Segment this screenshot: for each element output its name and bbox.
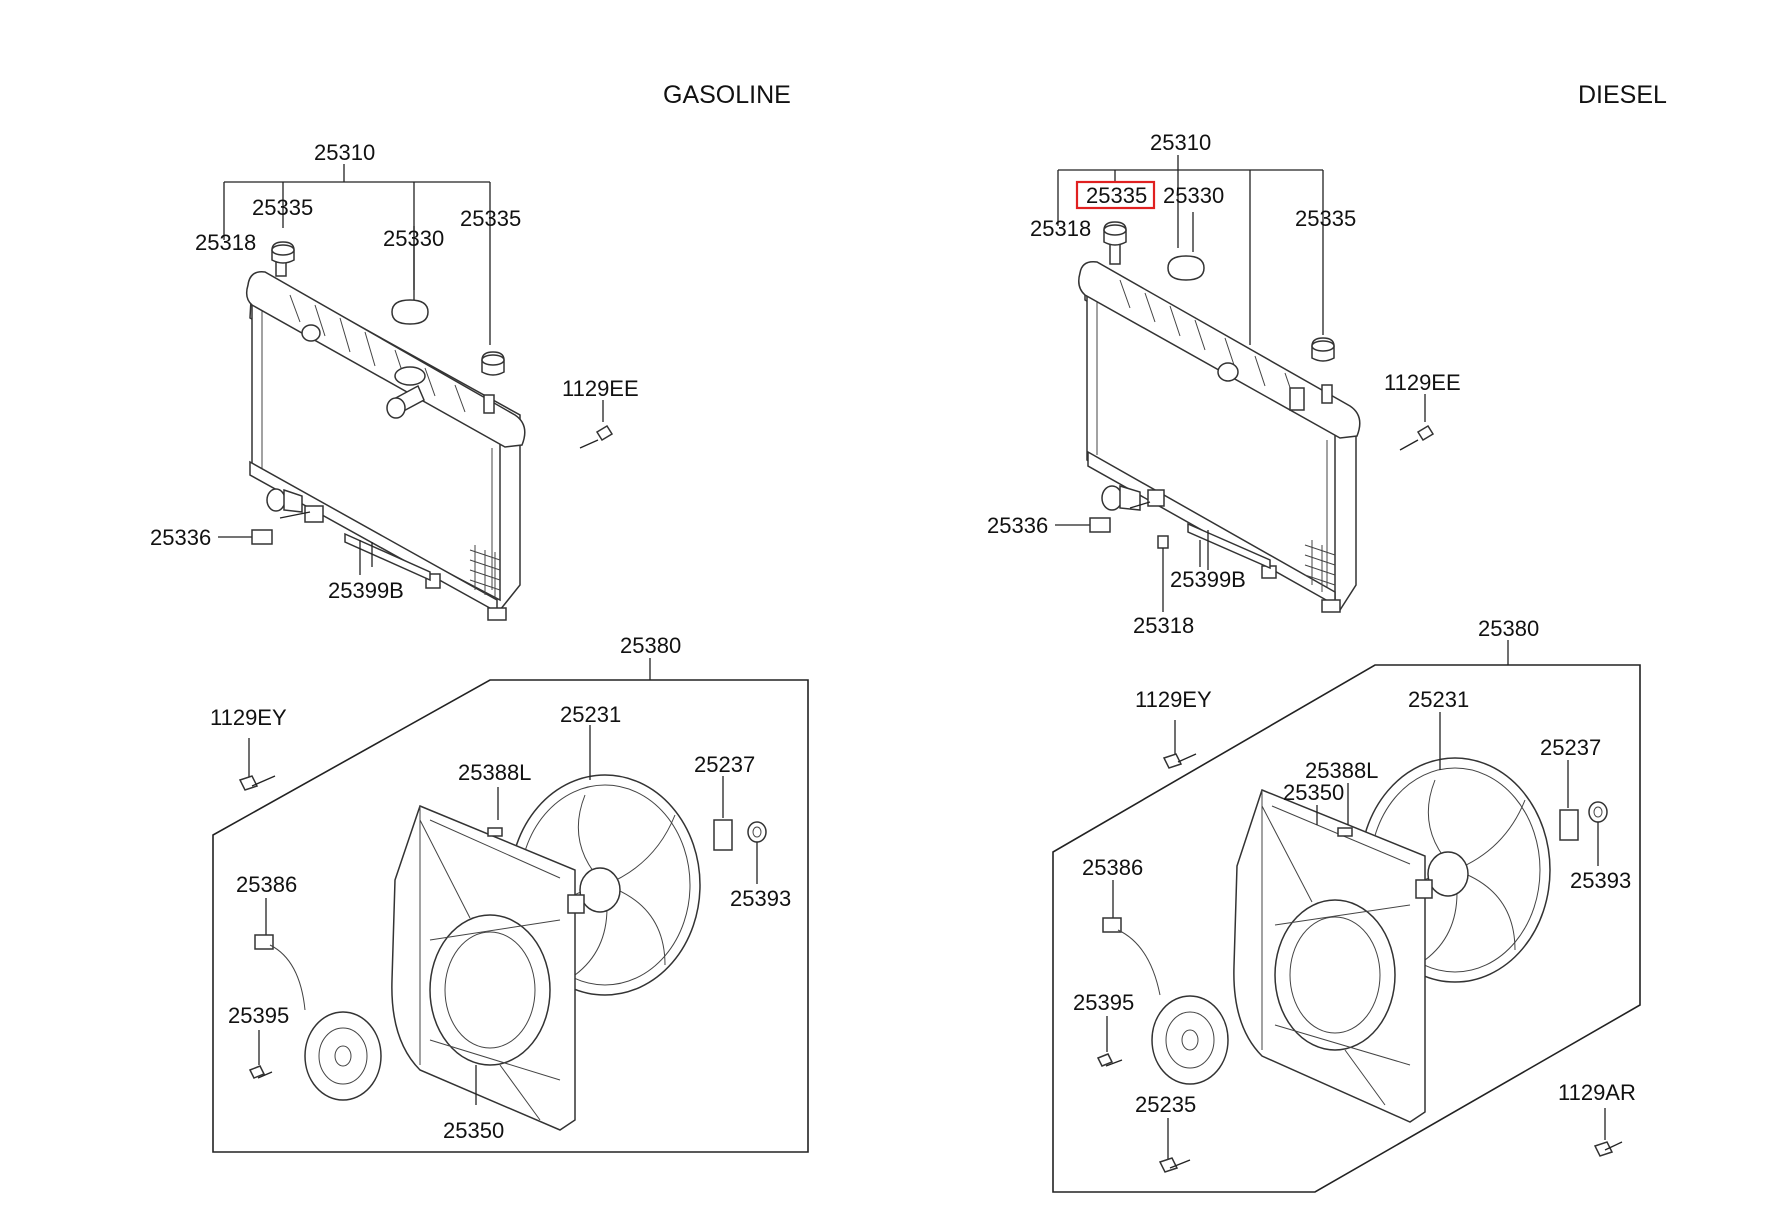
label-25237: 25237 (1540, 735, 1601, 760)
label-25335-highlighted: 25335 (1086, 183, 1147, 208)
screw-icon (248, 1065, 266, 1079)
clip-icon (713, 819, 733, 851)
washer-icon (747, 821, 767, 843)
gasoline-fan-assembly (212, 658, 809, 1153)
title-diesel: DIESEL (1578, 81, 1667, 109)
label-25386: 25386 (236, 872, 297, 897)
label-25231: 25231 (560, 702, 621, 727)
label-25350: 25350 (1283, 780, 1344, 805)
label-25399B: 25399B (1170, 567, 1246, 592)
bolt-icon (1162, 753, 1183, 769)
label-25336: 25336 (150, 525, 211, 550)
fan-motor-icon (304, 1011, 382, 1101)
label-25380: 25380 (620, 633, 681, 658)
label-25330: 25330 (383, 226, 444, 251)
label-1129EY: 1129EY (210, 705, 287, 730)
diesel-labels: 25310 25335 25330 25318 25335 1129EE 253… (987, 130, 1636, 1117)
label-25318: 25318 (195, 230, 256, 255)
bolt-icon (1157, 535, 1169, 549)
label-25395: 25395 (1073, 990, 1134, 1015)
label-25393: 25393 (730, 886, 791, 911)
screw-icon (1096, 1053, 1114, 1067)
title-gasoline: GASOLINE (663, 81, 791, 109)
label-1129EE: 1129EE (1384, 370, 1461, 395)
label-25388L: 25388L (1305, 758, 1378, 783)
label-25231: 25231 (1408, 687, 1469, 712)
bolt-icon (1593, 1141, 1614, 1157)
highlight-box-25335 (1075, 180, 1156, 210)
label-25237: 25237 (694, 752, 755, 777)
label-25318: 25318 (1133, 613, 1194, 638)
label-25386: 25386 (1082, 855, 1143, 880)
washer-icon (1588, 801, 1608, 823)
fan-motor-icon (1151, 995, 1229, 1085)
diesel-radiator-assembly (1057, 155, 1361, 613)
label-25388L: 25388L (458, 760, 531, 785)
label-1129AR: 1129AR (1558, 1080, 1636, 1105)
label-25336: 25336 (987, 513, 1048, 538)
gasoline-radiator-assembly (223, 164, 526, 621)
gasoline-small-parts (218, 226, 614, 567)
label-25330: 25330 (1163, 183, 1224, 208)
connector-icon (254, 934, 274, 950)
clip-icon (1559, 809, 1579, 841)
label-25318: 25318 (1030, 216, 1091, 241)
label-25399B: 25399B (328, 578, 404, 603)
diesel-fan-assembly (1052, 640, 1641, 1193)
nut-icon (251, 529, 273, 545)
label-25235: 25235 (1135, 1092, 1196, 1117)
bolt-icon (1416, 424, 1435, 442)
bolt-icon (238, 775, 259, 791)
radiator-cap-icon (391, 299, 429, 325)
label-1129EY: 1129EY (1135, 687, 1212, 712)
label-25393: 25393 (1570, 868, 1631, 893)
bolt-icon (595, 424, 614, 442)
radiator-cap-icon (1167, 255, 1205, 281)
nut-icon (1089, 517, 1111, 533)
label-25395: 25395 (228, 1003, 289, 1028)
label-25380: 25380 (1478, 616, 1539, 641)
label-25335: 25335 (1295, 206, 1356, 231)
label-1129EE: 1129EE (562, 376, 639, 401)
bolt-icon (1158, 1157, 1179, 1173)
label-25310: 25310 (1150, 130, 1211, 155)
diesel-small-parts (1055, 180, 1435, 567)
label-25310: 25310 (314, 140, 375, 165)
gasoline-labels: 25310 25318 25335 25330 25335 1129EE 253… (150, 140, 791, 1143)
label-25335: 25335 (252, 195, 313, 220)
label-25335: 25335 (460, 206, 521, 231)
label-25350: 25350 (443, 1118, 504, 1143)
